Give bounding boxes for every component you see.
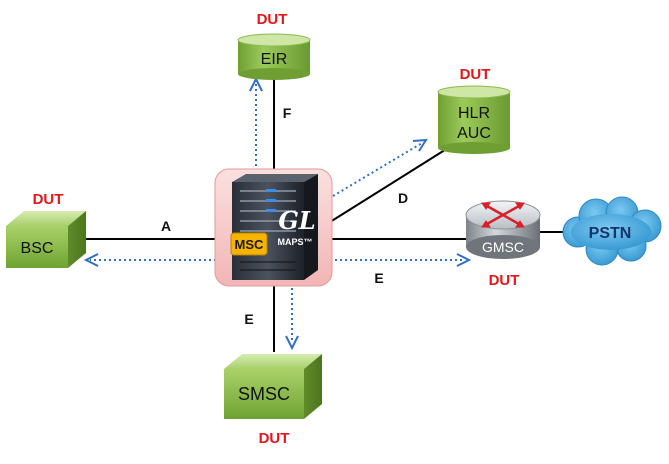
dotted-arrow-to-bsc	[83, 253, 226, 267]
gmsc-node: GMSC DUT	[465, 200, 541, 289]
bsc-node: DUT BSC	[6, 191, 86, 268]
link-d-msc-hlr	[329, 147, 449, 223]
msc-label: MSC	[235, 237, 265, 252]
msc-node: MSC GL MAPS™	[214, 168, 333, 287]
smsc-box-icon	[224, 354, 322, 419]
eir-node: DUT EIR	[237, 11, 311, 80]
solid-links	[86, 80, 466, 352]
dotted-arrow-to-gmsc	[335, 253, 472, 267]
smsc-node: SMSC DUT	[224, 354, 322, 447]
pstn-node: PSTN	[540, 196, 662, 266]
gmsc-label: GMSC	[482, 239, 524, 255]
hlr-node: DUT HLR AUC	[437, 66, 511, 154]
interface-a-label: A	[161, 218, 171, 234]
server-icon	[232, 174, 318, 280]
auc-label: AUC	[457, 125, 491, 142]
smsc-label: SMSC	[238, 384, 290, 404]
interface-e-bottom-label: E	[244, 311, 253, 327]
eir-cylinder-icon	[237, 33, 311, 80]
interface-e-right-label: E	[374, 270, 383, 286]
dotted-arrow-to-smsc	[285, 288, 299, 351]
interface-f-label: F	[283, 105, 292, 121]
maps-product-label: MAPS™	[277, 237, 312, 247]
interface-d-label: D	[398, 190, 408, 206]
gmsc-dut-label: DUT	[489, 272, 520, 289]
bsc-box-icon	[6, 211, 86, 268]
hlr-cylinder-icon	[437, 85, 511, 154]
gl-brand-label: GL	[278, 206, 315, 235]
bsc-dut-label: DUT	[33, 191, 64, 208]
eir-dut-label: DUT	[257, 11, 288, 28]
hlr-dut-label: DUT	[460, 66, 491, 83]
router-icon	[465, 200, 541, 259]
pstn-label: PSTN	[589, 225, 632, 242]
hlr-label: HLR	[458, 105, 490, 122]
dotted-links	[83, 76, 472, 351]
msc-badge	[230, 232, 268, 256]
cloud-icon	[562, 196, 662, 266]
dotted-arrow-to-hlr	[332, 138, 428, 197]
interface-labels: A D E E F	[161, 105, 408, 327]
dotted-arrow-to-eir	[249, 76, 263, 166]
bsc-label: BSC	[21, 240, 54, 257]
smsc-dut-label: DUT	[259, 430, 290, 447]
eir-label: EIR	[261, 51, 288, 68]
